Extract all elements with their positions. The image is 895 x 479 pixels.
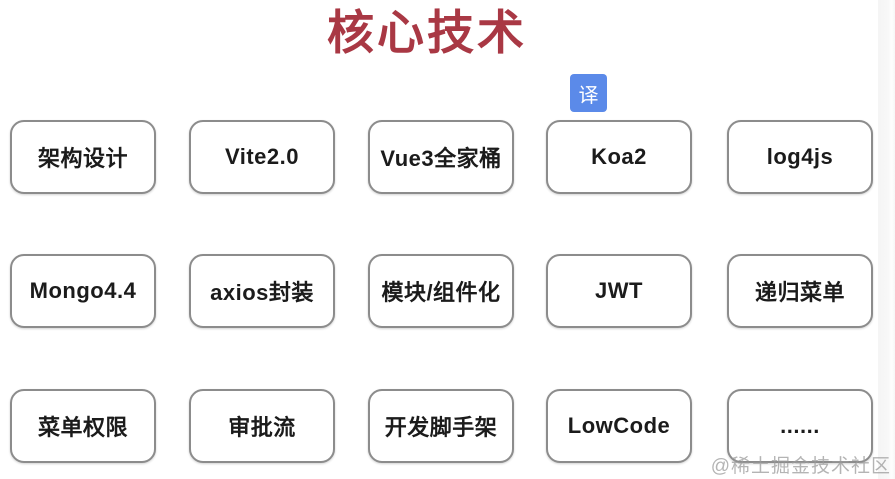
page-right-gutter xyxy=(878,0,895,479)
diagram-title: 核心技术 xyxy=(327,6,527,59)
tech-box: JWT xyxy=(546,254,692,328)
tech-box-label: JWT xyxy=(595,278,643,303)
tech-box-label: Vite2.0 xyxy=(224,144,300,169)
tech-box: axios封装 xyxy=(189,254,335,328)
translate-button[interactable]: 译 xyxy=(570,74,607,112)
tech-box-label: LowCode xyxy=(567,413,671,438)
tech-box-label: log4js xyxy=(766,144,834,169)
tech-box: ...... xyxy=(727,389,873,463)
tech-box-label: 递归菜单 xyxy=(754,280,845,305)
tech-box: 开发脚手架 xyxy=(368,389,514,463)
tech-box-label: 架构设计 xyxy=(37,146,128,171)
tech-box-label: 开发脚手架 xyxy=(384,415,498,440)
tech-box: 模块/组件化 xyxy=(368,254,514,328)
tech-box-label: 菜单权限 xyxy=(37,415,128,440)
tech-box: 菜单权限 xyxy=(10,389,156,463)
tech-box: Mongo4.4 xyxy=(10,254,156,328)
tech-box: Vue3全家桶 xyxy=(368,120,514,194)
tech-box-label: 模块/组件化 xyxy=(381,280,501,305)
tech-box: 递归菜单 xyxy=(727,254,873,328)
tech-box-label: ...... xyxy=(780,413,820,438)
tech-box: log4js xyxy=(727,120,873,194)
watermark: @稀土掘金技术社区 xyxy=(710,456,891,477)
tech-box: Koa2 xyxy=(546,120,692,194)
tech-box: Vite2.0 xyxy=(189,120,335,194)
tech-box: LowCode xyxy=(546,389,692,463)
tech-box-label: Mongo4.4 xyxy=(29,278,137,303)
tech-box-label: Koa2 xyxy=(591,144,647,169)
tech-box-label: axios封装 xyxy=(210,280,314,305)
tech-box-label: Vue3全家桶 xyxy=(380,146,502,171)
tech-box: 审批流 xyxy=(189,389,335,463)
tech-box-label: 审批流 xyxy=(228,415,296,440)
tech-box: 架构设计 xyxy=(10,120,156,194)
